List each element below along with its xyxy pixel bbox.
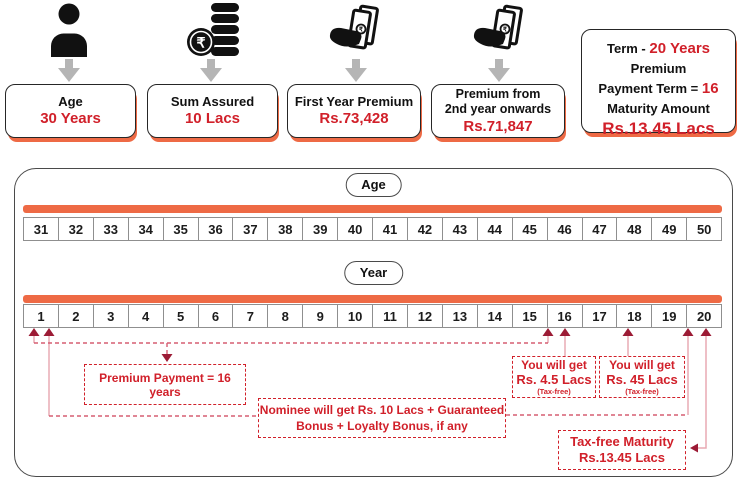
you-get-year16-line3: (Tax-free): [537, 387, 571, 396]
nominee-text-line1: Nominee will get Rs. 10 Lacs + Guarantee…: [259, 403, 505, 417]
year-cell: 19: [651, 304, 688, 328]
maturity-amount-value: Rs.13.45 Lacs: [602, 119, 715, 138]
payment-term-line: Payment Term = 16: [598, 80, 719, 97]
age-cell: 49: [651, 217, 688, 241]
age-cell: 33: [92, 217, 129, 241]
year-cell: 6: [197, 304, 234, 328]
age-cell: 38: [267, 217, 304, 241]
sum-assured-value: 10 Lacs: [184, 110, 241, 128]
person-icon: [51, 3, 87, 57]
renewal-premium-card: Premium from 2nd year onwards Rs.71,847: [431, 84, 565, 138]
term-value: 20 Years: [649, 40, 710, 57]
maturity-amount-label: Maturity Amount: [607, 101, 710, 116]
tax-free-maturity-line2: Rs.13.45 Lacs: [578, 450, 665, 465]
age-cell: 46: [546, 217, 583, 241]
year-cell: 5: [162, 304, 199, 328]
year-cell: 11: [372, 304, 408, 328]
first-year-premium-label: First Year Premium: [294, 94, 414, 110]
nominee-text-line2: Bonus + Loyalty Bonus, if any: [296, 419, 468, 433]
age-cell: 37: [232, 217, 269, 241]
renewal-premium-label-line1: Premium from: [455, 87, 541, 101]
age-cell: 40: [337, 217, 374, 241]
premium-word: Premium: [630, 61, 687, 76]
age-cell: 34: [127, 217, 164, 241]
year-cell: 9: [302, 304, 339, 328]
sum-assured-card: Sum Assured 10 Lacs: [147, 84, 278, 138]
year-cell: 10: [337, 304, 374, 328]
age-cell: 35: [162, 217, 199, 241]
age-cell: 41: [372, 217, 408, 241]
year-cell: 13: [441, 304, 478, 328]
first-year-premium-value: Rs.73,428: [319, 110, 389, 128]
tax-free-maturity-line1: Tax-free Maturity: [570, 434, 674, 449]
year-row-label: Year: [343, 261, 404, 285]
age-cell: 31: [23, 217, 59, 241]
premium-payment-text: Premium Payment = 16 years: [99, 370, 231, 399]
you-get-year16-line1: You will get: [521, 358, 587, 372]
payment-term-value: 16: [701, 80, 719, 97]
age-cell: 36: [197, 217, 234, 241]
year-cell: 4: [127, 304, 164, 328]
year-cell: 2: [57, 304, 94, 328]
down-arrow-icon: [488, 59, 510, 82]
cash-hand-icon: ₹: [473, 4, 523, 50]
year-cell: 8: [267, 304, 304, 328]
age-card-value: 30 Years: [40, 110, 101, 128]
rupee-symbol: ₹: [503, 26, 508, 34]
age-cell: 42: [406, 217, 443, 241]
premium-payment-note: Premium Payment = 16 years: [84, 364, 246, 405]
age-cell: 45: [511, 217, 548, 241]
year-cell: 16: [546, 304, 583, 328]
you-get-year18-note: You will get Rs. 45 Lacs (Tax-free): [599, 356, 685, 398]
age-cell: 47: [581, 217, 618, 241]
age-cell: 44: [476, 217, 513, 241]
year-row-bar: [23, 295, 722, 303]
year-cell: 18: [616, 304, 653, 328]
down-arrow-icon: [200, 59, 222, 82]
age-cell: 32: [57, 217, 94, 241]
you-get-year16-line2: Rs. 4.5 Lacs: [516, 372, 592, 387]
cash-hand-icon: ₹: [329, 4, 379, 50]
you-get-year16-note: You will get Rs. 4.5 Lacs (Tax-free): [512, 356, 596, 398]
year-cell: 3: [92, 304, 129, 328]
age-row-label: Age: [345, 173, 402, 197]
year-cell: 14: [476, 304, 513, 328]
year-cell: 17: [581, 304, 618, 328]
year-cell: 12: [406, 304, 443, 328]
sum-assured-label: Sum Assured: [170, 94, 255, 110]
down-arrow-icon: [58, 59, 80, 82]
tax-free-maturity-note: Tax-free Maturity Rs.13.45 Lacs: [558, 430, 686, 470]
you-get-year18-line3: (Tax-free): [625, 387, 659, 396]
you-get-year18-line2: Rs. 45 Lacs: [606, 372, 678, 387]
age-cell: 39: [302, 217, 339, 241]
rupee-coins-icon: ₹: [187, 3, 239, 56]
age-cell: 50: [686, 217, 723, 241]
renewal-premium-value: Rs.71,847: [463, 117, 533, 135]
age-cell: 43: [441, 217, 478, 241]
term-line: Term - 20 Years: [606, 40, 710, 57]
age-row-bar: [23, 205, 722, 213]
age-cell: 48: [616, 217, 653, 241]
year-cell: 20: [686, 304, 723, 328]
year-cell: 15: [511, 304, 548, 328]
nominee-note: Nominee will get Rs. 10 Lacs + Guarantee…: [258, 398, 506, 438]
year-cell: 7: [232, 304, 269, 328]
rupee-symbol: ₹: [359, 26, 364, 34]
age-card: Age 30 Years: [5, 84, 136, 138]
renewal-premium-label-line2: 2nd year onwards: [444, 101, 552, 116]
first-year-premium-card: First Year Premium Rs.73,428: [287, 84, 421, 138]
down-arrow-icon: [345, 59, 367, 82]
term-summary-card: Term - 20 Years Premium Payment Term = 1…: [581, 29, 736, 138]
age-card-label: Age: [58, 94, 83, 110]
you-get-year18-line1: You will get: [609, 358, 675, 372]
rupee-symbol: ₹: [197, 35, 206, 51]
year-cell: 1: [23, 304, 59, 328]
